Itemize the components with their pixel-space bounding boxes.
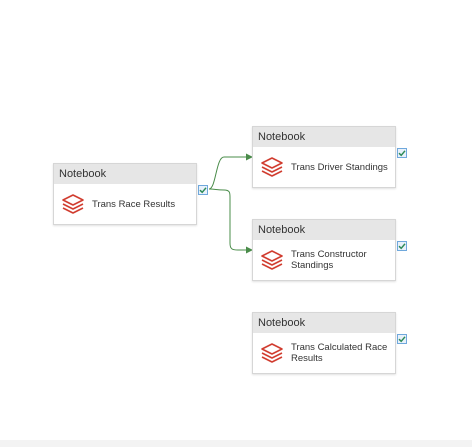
activity-type-label: Notebook — [54, 164, 196, 184]
success-check-icon[interactable] — [397, 334, 407, 344]
activity-trans-calculated-race-results[interactable]: Notebook Trans Calculated Race Results — [252, 312, 396, 374]
activity-trans-driver-standings[interactable]: Notebook Trans Driver Standings — [252, 126, 396, 188]
databricks-notebook-icon — [261, 157, 283, 177]
activity-name: Trans Driver Standings — [291, 161, 388, 173]
databricks-notebook-icon — [261, 250, 283, 270]
activity-name: Trans Race Results — [92, 198, 176, 210]
success-check-icon[interactable] — [397, 148, 407, 158]
activity-trans-constructor-standings[interactable]: Notebook Trans Constructor Standings — [252, 219, 396, 281]
activity-type-label: Notebook — [253, 220, 395, 240]
canvas-bottom-edge — [0, 440, 472, 447]
connector-race-to-constructor — [208, 188, 250, 251]
activity-type-label: Notebook — [253, 127, 395, 147]
connector-race-to-driver — [208, 156, 250, 190]
activity-type-label: Notebook — [253, 313, 395, 333]
activity-name: Trans Constructor Standings — [291, 249, 367, 271]
success-check-icon[interactable] — [397, 241, 407, 251]
activity-trans-race-results[interactable]: Notebook Trans Race Results — [53, 163, 197, 225]
databricks-notebook-icon — [62, 194, 84, 214]
activity-name: Trans Calculated Race Results — [291, 342, 388, 364]
success-check-icon[interactable] — [198, 185, 208, 195]
databricks-notebook-icon — [261, 343, 283, 363]
